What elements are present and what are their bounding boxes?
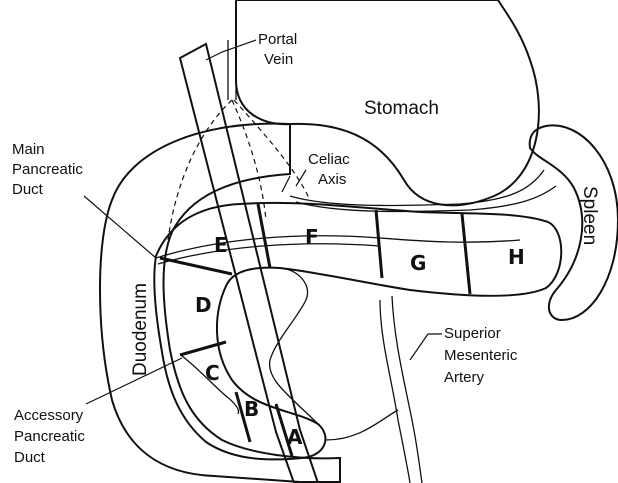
segment-c-label: C bbox=[205, 361, 220, 385]
divider-fg bbox=[376, 210, 382, 278]
main-duct-label-line1: Main bbox=[12, 141, 45, 158]
segment-a-label: A bbox=[287, 425, 303, 449]
hepatic-branch-3 bbox=[234, 100, 310, 200]
sma-branch bbox=[326, 410, 398, 440]
accessory-duct-label-line2: Pancreatic bbox=[14, 428, 85, 445]
sma-label-line1: Superior bbox=[444, 325, 501, 342]
divider-ef bbox=[258, 204, 270, 268]
spleen-shape bbox=[530, 125, 618, 320]
celiac-axis-label-line2: Axis bbox=[318, 171, 346, 188]
segment-e-label: E bbox=[214, 233, 228, 257]
portal-vein-leader bbox=[206, 40, 256, 60]
accessory-duct-label-line3: Duct bbox=[14, 449, 46, 466]
main-duct-label-line3: Duct bbox=[12, 181, 44, 198]
hepatic-branch-2 bbox=[232, 100, 266, 220]
main-duct-leader bbox=[84, 196, 156, 258]
main-duct-label-line2: Pancreatic bbox=[12, 161, 83, 178]
segment-b-label: B bbox=[244, 397, 259, 421]
segment-h-label: H bbox=[508, 245, 525, 269]
hepatic-branch-1 bbox=[168, 100, 232, 240]
sma-leader bbox=[410, 334, 442, 360]
celiac-axis-label-line1: Celiac bbox=[308, 151, 350, 168]
divider-gh bbox=[462, 214, 470, 294]
portal-vein-label-line1: Portal bbox=[258, 31, 297, 48]
accessory-duct-label-line1: Accessory bbox=[14, 407, 84, 424]
sma-label-line2: Mesenteric bbox=[444, 347, 518, 364]
segment-d-label: D bbox=[195, 293, 212, 317]
duodenum-label: Duodenum bbox=[130, 283, 151, 376]
splenic-artery-2 bbox=[296, 186, 556, 212]
segment-g-label: G bbox=[410, 251, 426, 275]
sma-label-line3: Artery bbox=[444, 369, 485, 386]
stomach-label: Stomach bbox=[364, 98, 439, 119]
portal-vein-label-line2: Vein bbox=[264, 51, 293, 68]
superior-mesenteric-artery-2 bbox=[392, 296, 422, 483]
segment-f-label: F bbox=[305, 225, 319, 249]
spleen-label: Spleen bbox=[579, 186, 600, 245]
